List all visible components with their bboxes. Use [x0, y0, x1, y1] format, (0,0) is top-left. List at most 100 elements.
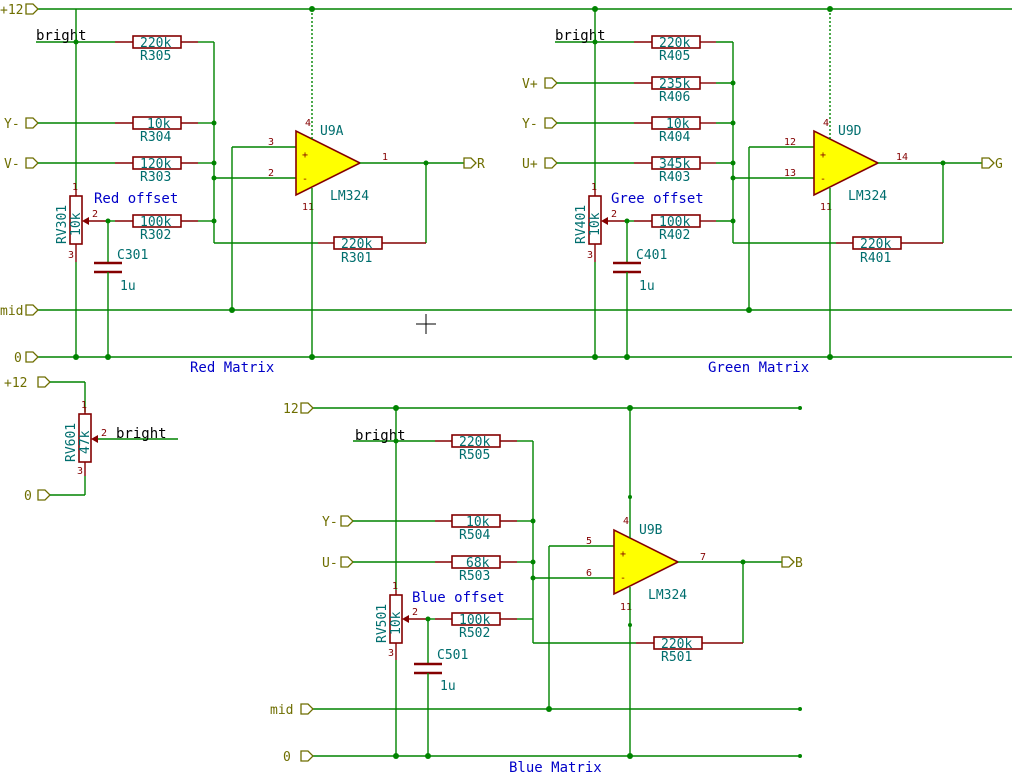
- bright-net-label: bright: [355, 428, 406, 444]
- resistor-r406: 235k R406: [634, 76, 716, 105]
- port-label: Y-: [4, 117, 20, 132]
- port-u-plus: U+: [522, 157, 558, 172]
- port-label: 12: [283, 402, 299, 417]
- pin-number: 1: [392, 581, 398, 592]
- pin-number: 4: [823, 118, 829, 129]
- offset-label: Red offset: [94, 191, 178, 207]
- resistor-value: 220k: [341, 237, 372, 252]
- pin-number: 1: [81, 400, 87, 411]
- port-y-minus-green: Y-: [522, 117, 558, 132]
- port-mid-blue: mid: [270, 703, 314, 718]
- pin-number: 11: [820, 202, 832, 213]
- resistor-value: 100k: [459, 613, 490, 628]
- offset-label: Blue offset: [412, 590, 505, 606]
- pin-number: 1: [382, 152, 388, 163]
- resistor-value: 100k: [140, 215, 171, 230]
- opamp-u9a: + - 3 2 1 4 11 U9A LM324: [268, 118, 388, 213]
- resistor-r301: 220k R301: [318, 236, 426, 266]
- port-v-minus-red: V-: [4, 157, 39, 172]
- section-title: Blue Matrix: [509, 760, 602, 776]
- brightness-pot: +12 0 bright 1 2 3 RV601 47k: [4, 376, 178, 504]
- resistor-value: 220k: [140, 36, 171, 51]
- port-zero-blue: 0: [283, 750, 314, 765]
- port-label: G: [995, 157, 1003, 172]
- port-label: +12: [4, 376, 27, 391]
- opamp-u9d: + - 12 13 14 4 11 U9D LM324: [784, 118, 908, 213]
- resistor-ref: R401: [860, 251, 891, 266]
- power-rails: [38, 8, 1012, 358]
- section-title: Green Matrix: [708, 360, 809, 376]
- resistor-ref: R503: [459, 569, 490, 584]
- pin-number: 3: [268, 137, 274, 148]
- resistor-value: 235k: [659, 77, 690, 92]
- capacitor-c301: C301 1u: [94, 221, 148, 360]
- port-label: +12: [0, 3, 23, 18]
- pin-number: 3: [77, 466, 83, 477]
- opamp-value: LM324: [648, 588, 687, 603]
- port-label: B: [795, 556, 803, 571]
- port-label: U-: [322, 556, 338, 571]
- port-plus12-top: +12: [0, 3, 39, 18]
- port-label: U+: [522, 157, 538, 172]
- port-out-b: B: [781, 556, 803, 571]
- resistor-r304: 10k R304: [115, 116, 198, 145]
- resistor-r302: 100k R302: [115, 214, 198, 243]
- bright-net-label: bright: [555, 28, 606, 44]
- port-mid: mid: [0, 304, 39, 319]
- crosshair-cursor-icon: [416, 314, 436, 334]
- cap-value: 1u: [639, 279, 655, 294]
- cap-value: 1u: [440, 679, 456, 694]
- resistor-r501: 220k R501: [636, 636, 743, 665]
- pin-glyph: -: [302, 174, 308, 185]
- port-y-minus-blue: Y-: [322, 515, 354, 530]
- port-label: 0: [283, 750, 291, 765]
- resistor-ref: R405: [659, 49, 690, 64]
- resistor-value: 10k: [147, 117, 171, 132]
- resistor-r404: 10k R404: [634, 116, 716, 145]
- port-label: V-: [4, 157, 20, 172]
- resistor-r303: 120k R303: [115, 156, 198, 185]
- pin-number: 1: [591, 182, 597, 193]
- resistor-value: 10k: [666, 117, 690, 132]
- section-title: Red Matrix: [190, 360, 274, 376]
- pot-ref: RV401: [574, 205, 589, 244]
- pin-number: 1: [72, 182, 78, 193]
- blue-matrix: 12 Y- U- mid 0 bright 220: [270, 402, 803, 776]
- resistor-ref: R403: [659, 170, 690, 185]
- resistor-r401: 220k R401: [836, 236, 943, 266]
- opamp-value: LM324: [848, 189, 887, 204]
- pot-ref: RV501: [375, 604, 390, 643]
- resistor-value: 10k: [466, 515, 490, 530]
- pin-glyph: -: [620, 573, 626, 584]
- green-matrix: bright V+ Y- U+ 220k R405: [522, 6, 1003, 376]
- resistor-value: 345k: [659, 157, 690, 172]
- cap-value: 1u: [120, 279, 136, 294]
- resistor-ref: R303: [140, 170, 171, 185]
- pin-number: 2: [92, 209, 98, 220]
- pin-number: 13: [784, 168, 796, 179]
- pin-number: 5: [586, 536, 592, 547]
- resistor-r402: 100k R402: [634, 214, 716, 243]
- cap-ref: C401: [636, 248, 667, 263]
- port-y-minus-red: Y-: [4, 117, 39, 132]
- resistor-ref: R502: [459, 626, 490, 641]
- bright-net-label: bright: [36, 28, 87, 44]
- capacitor-c401: C401 1u: [613, 221, 667, 360]
- pot-ref: RV301: [55, 205, 70, 244]
- pin-number: 4: [623, 516, 629, 527]
- port-v-plus: V+: [522, 77, 558, 92]
- resistor-ref: R402: [659, 228, 690, 243]
- pin-number: 3: [68, 250, 74, 261]
- port-label: Y-: [522, 117, 538, 132]
- resistor-value: 100k: [659, 215, 690, 230]
- pin-number: 2: [611, 209, 617, 220]
- port-label: mid: [0, 304, 23, 319]
- offset-label: Gree offset: [611, 191, 704, 207]
- pin-number: 6: [586, 568, 592, 579]
- pin-number: 11: [302, 202, 314, 213]
- pin-glyph: +: [302, 150, 308, 161]
- port-out-g: G: [981, 157, 1003, 172]
- port-label: mid: [270, 703, 293, 718]
- pin-glyph: -: [820, 174, 826, 185]
